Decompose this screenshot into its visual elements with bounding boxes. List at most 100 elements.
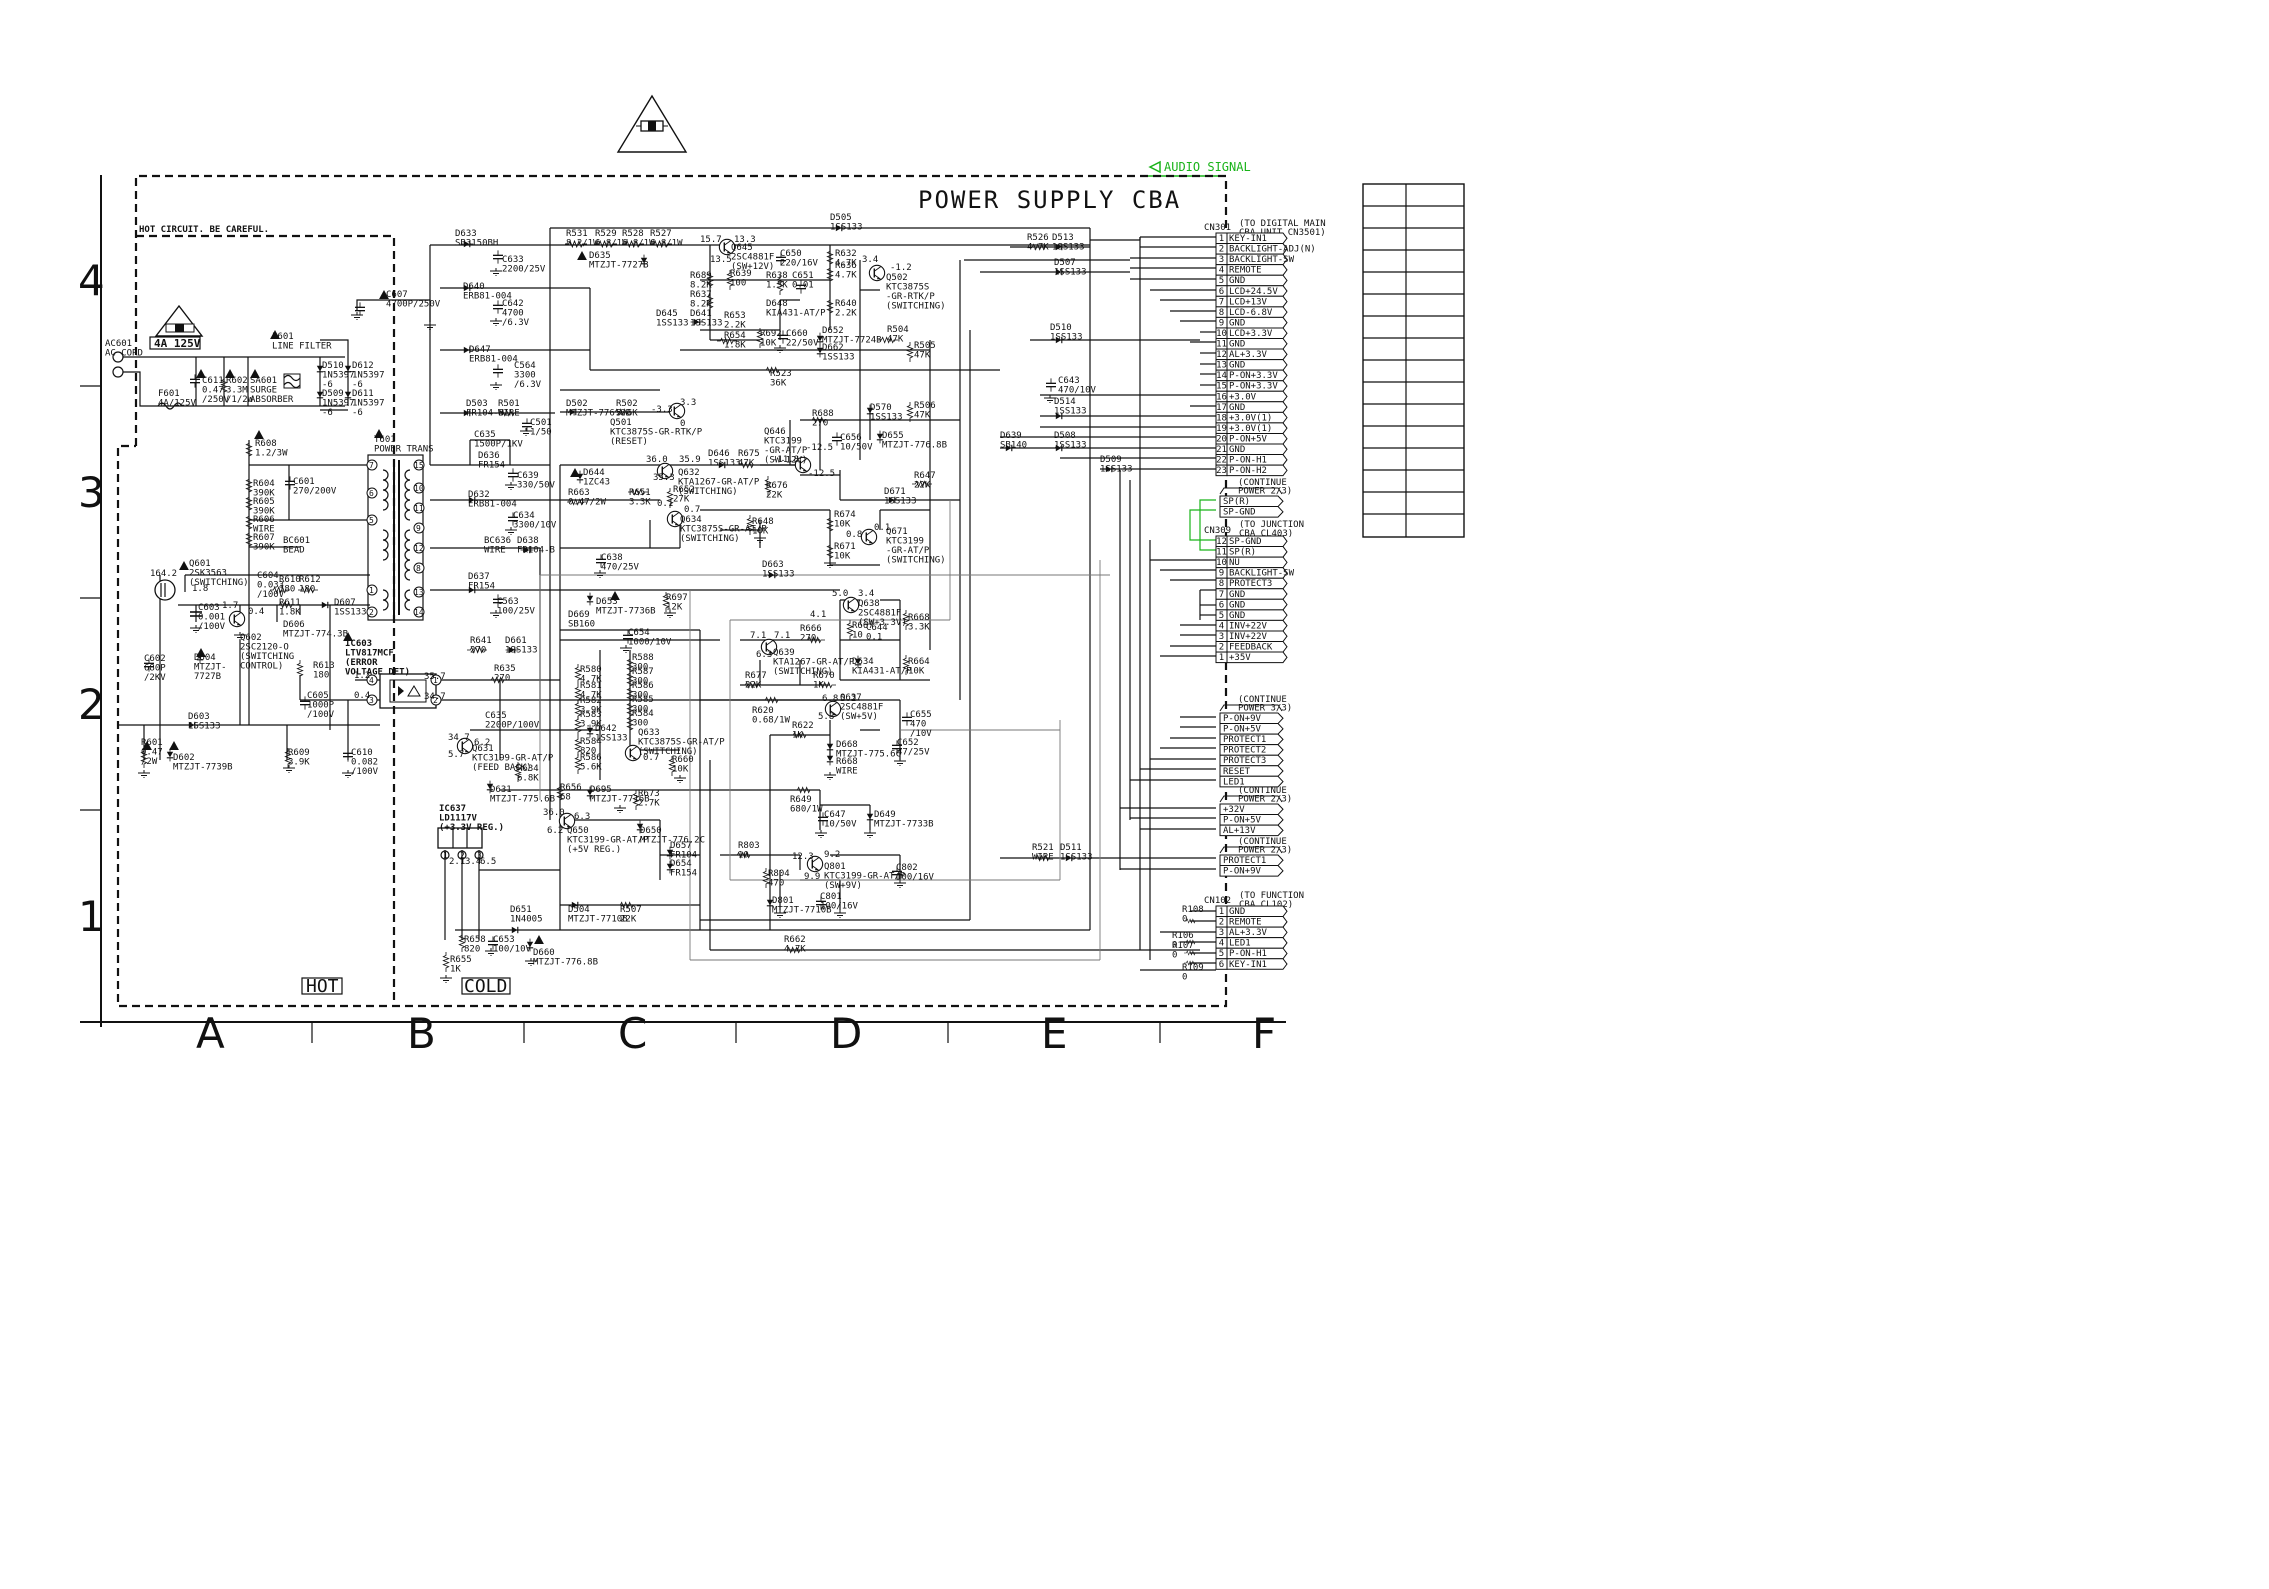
pin-label: KEY-IN1 — [1229, 960, 1267, 970]
voltage-reading: 5.0 — [832, 589, 848, 599]
label-r668b-line: R668 — [836, 757, 858, 767]
label-d510-line: D510 — [322, 361, 344, 371]
label-q638-line: 2SC4881F — [858, 609, 901, 619]
pin-number: 23 — [1216, 466, 1227, 476]
label-r588-line: R588 — [632, 653, 654, 663]
voltage-reading: -3.3 — [651, 405, 673, 415]
voltage-reading: -1.2 — [890, 263, 912, 273]
label-d644-line: D644 — [583, 468, 605, 478]
label-f601-line: F601 — [158, 389, 180, 399]
label-r611-line: R611 — [279, 598, 301, 608]
label-c638-line: 470/25V — [601, 563, 640, 573]
voltage-reading: 0.7 — [684, 505, 700, 515]
label-r635-line: 270 — [494, 674, 510, 684]
label-d612-line: 1N5397 — [352, 371, 385, 381]
voltage-reading: 36.0 — [543, 808, 565, 818]
label-d649-line: MTZJT-7733B — [874, 820, 934, 830]
label-c633-line: C633 — [502, 255, 524, 265]
label-d638-line: D638 — [517, 536, 539, 546]
label-ic603-line: LTV817MCF — [345, 649, 394, 659]
label-r609-line: R609 — [288, 748, 310, 758]
label-r654-line: R654 — [724, 331, 746, 341]
voltage-reading: 35.9 — [679, 455, 701, 465]
label-r526-line: 4.7K — [1027, 243, 1049, 253]
hot-circuit-warning: HOT CIRCUIT. BE CAREFUL. — [139, 225, 269, 235]
continue-signal: LED1 — [1223, 777, 1245, 787]
voltage-reading: 6.2 — [474, 738, 490, 748]
label-c652-line: C652 — [897, 738, 919, 748]
label-c610-line: 0.082 — [351, 758, 378, 768]
continue-header: POWER 2/3) — [1238, 846, 1292, 856]
label-d510-line: -6 — [322, 380, 333, 390]
pin-label: GND — [1229, 600, 1245, 610]
label-r584b-line: 300 — [632, 719, 648, 729]
label-d631-line: D631 — [490, 785, 512, 795]
label-d503-line: FR104-B — [466, 409, 504, 419]
label-d661-line: D661 — [505, 636, 527, 646]
continue-header: POWER 3/3) — [1238, 704, 1292, 714]
pin-label: +3.0V — [1229, 392, 1257, 402]
label-r501-line: R501 — [498, 399, 520, 409]
label-r620-line: 0.68/1W — [752, 716, 791, 726]
label-r608-line: 1.2/3W — [255, 449, 288, 459]
svg-text:AUDIO SIGNAL: AUDIO SIGNAL — [1164, 160, 1251, 174]
label-d642-line: D642 — [595, 724, 617, 734]
label-c635b-line: C635 — [485, 711, 507, 721]
voltage-reading: 35.3 — [653, 473, 675, 483]
voltage-reading: 0 — [680, 419, 685, 429]
pin-label: AL+3.3V — [1229, 350, 1268, 360]
label-r803-line: R803 — [738, 841, 760, 851]
pin-number: 2 — [1219, 643, 1224, 653]
pin-number: 4 — [1219, 266, 1224, 276]
label-r620-line: R620 — [752, 706, 774, 716]
label-r601-line: 0.47 — [141, 748, 163, 758]
pin-number: 10 — [1216, 558, 1227, 568]
label-d631-line: MTZJT-775.6B — [490, 795, 555, 805]
label-r586-line: 5.6K — [580, 763, 602, 773]
label-c605-line: 1000P — [307, 701, 335, 711]
label-c564-line: /6.3V — [514, 380, 542, 390]
pin-number: 6 — [1219, 960, 1224, 970]
continue-header: (CONTINUE — [1238, 837, 1287, 847]
grid-col-d: D — [830, 1009, 862, 1058]
label-d510b-line: D510 — [1050, 323, 1072, 333]
label-c611-line: 0.47 — [202, 386, 224, 396]
label-r528-line: 6.8/1W — [622, 239, 655, 249]
label-r655-line: 1K — [450, 965, 461, 975]
label-d503-line: D503 — [466, 399, 488, 409]
label-r622-line: 1K — [792, 731, 803, 741]
label-r651-line: R651 — [629, 488, 651, 498]
label-d602-line: MTZJT-7739B — [173, 763, 233, 773]
label-r676-line: R676 — [766, 481, 788, 491]
label-r636-line: 4.7K — [835, 271, 857, 281]
label-r674-line: R674 — [834, 510, 856, 520]
label-r606-line: R606 — [253, 515, 275, 525]
label-d651-line: D651 — [510, 905, 532, 915]
label-r605-line: 390K — [253, 507, 275, 517]
label-c607-line: C607 — [386, 290, 408, 300]
pin-label: INV+22V — [1229, 621, 1268, 631]
label-r647-line: R647 — [914, 471, 936, 481]
label-r588-line: 300 — [632, 663, 648, 673]
continue-signal: P-ON+5V — [1223, 725, 1262, 735]
label-d663-line: D663 — [762, 560, 784, 570]
label-d502-line: MTZJT-776.8B — [566, 409, 631, 419]
